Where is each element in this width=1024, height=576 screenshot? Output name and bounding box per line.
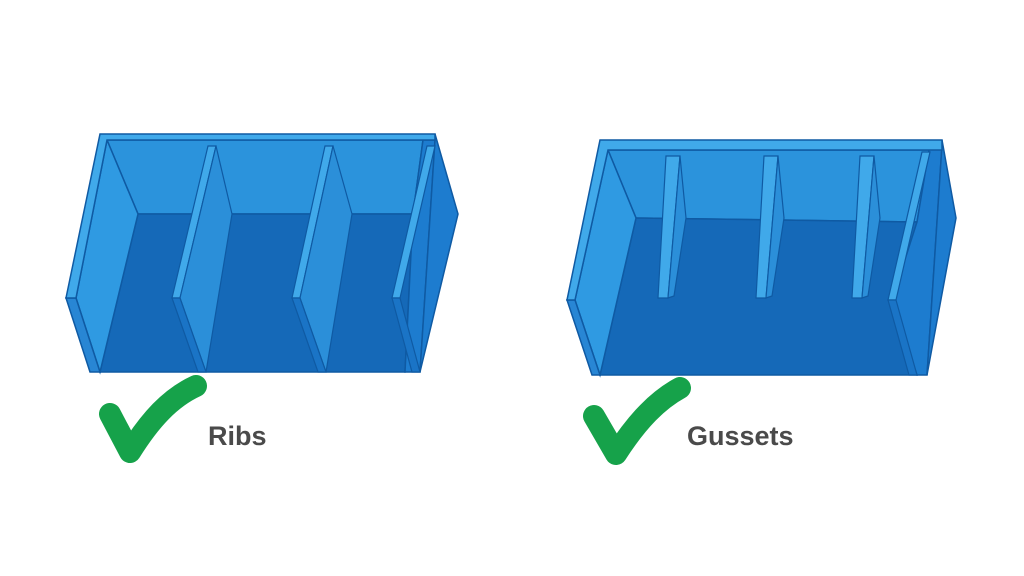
rib-1 [171,145,233,373]
ribs-label: Ribs [208,421,267,451]
ribs-box-illustration [64,133,459,375]
gussets-label: Gussets [687,421,794,451]
gusset-2 [755,155,785,299]
right-wall-edge [887,151,931,376]
ribs-panel: Ribs [64,133,459,463]
rib-3 [391,145,436,373]
gussets-panel: Gussets [512,0,1024,576]
checkmark-icon [99,375,207,463]
rib-2 [291,145,353,373]
gusset-1 [657,155,687,299]
checkmark-icon [583,377,691,465]
gusset-3 [851,155,881,299]
gussets-box-illustration [565,139,957,378]
